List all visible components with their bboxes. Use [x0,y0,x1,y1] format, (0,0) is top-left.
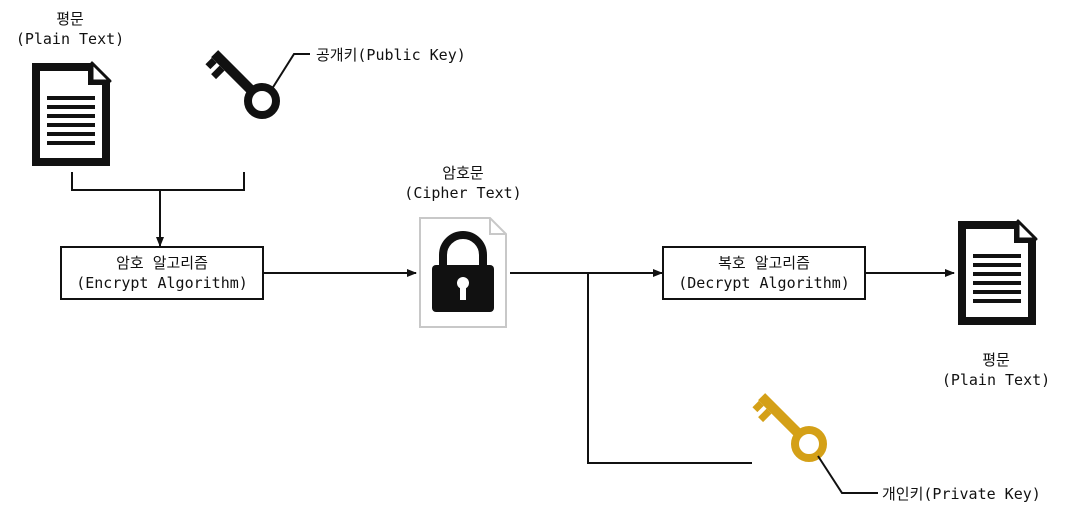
plain-text-output-document-icon [958,219,1038,325]
public-key-icon [205,50,280,119]
private-key-leader-line [817,455,878,494]
decrypt-algorithm-box: 복호 알고리즘 (Decrypt Algorithm) [662,246,866,300]
plain-text-input-title: 평문 [56,10,84,28]
connector-private-key-branch [587,273,752,464]
public-key-leader-line [269,53,310,93]
decrypt-algorithm-subtitle: (Decrypt Algorithm) [678,274,850,292]
plain-text-output-label: 평문 (Plain Text) [926,350,1066,390]
decrypt-algorithm-title: 복호 알고리즘 [718,254,810,272]
encrypt-algorithm-subtitle: (Encrypt Algorithm) [76,274,248,292]
cipher-text-title: 암호문 [442,164,484,182]
cipher-text-document-icon [419,217,507,328]
public-key-label: 공개키(Public Key) [316,46,466,64]
private-key-label: 개인키(Private Key) [882,485,1041,503]
cipher-text-subtitle: (Cipher Text) [404,184,522,202]
encrypt-algorithm-box: 암호 알고리즘 (Encrypt Algorithm) [60,246,264,300]
plain-text-input-document-icon [32,61,112,166]
plain-text-output-subtitle: (Plain Text) [941,371,1051,389]
private-key-icon [752,393,827,462]
cipher-text-label: 암호문 (Cipher Text) [388,163,538,203]
encrypt-algorithm-title: 암호 알고리즘 [116,254,208,272]
plain-text-input-label: 평문 (Plain Text) [0,9,140,49]
plain-text-input-subtitle: (Plain Text) [15,30,125,48]
plain-text-output-title: 평문 [982,351,1010,369]
connector-plaintext-bracket [71,172,245,191]
